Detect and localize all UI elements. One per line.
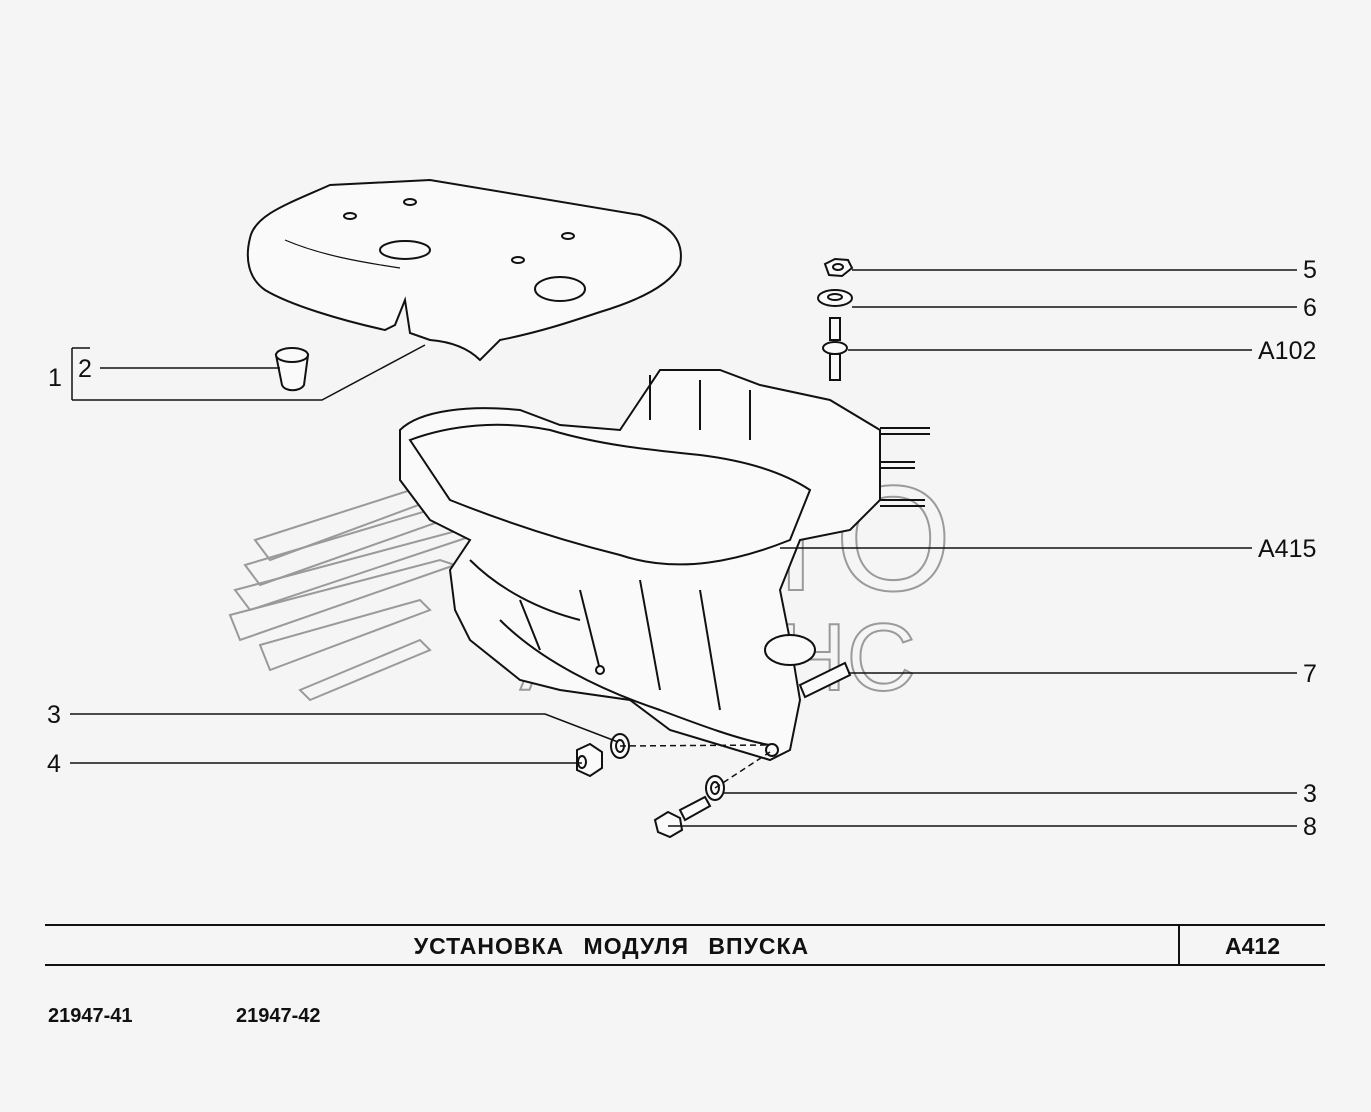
intake-manifold-part bbox=[399, 369, 881, 762]
callout-8: 8 bbox=[1303, 813, 1317, 841]
callout-3-right: 3 bbox=[1303, 780, 1317, 808]
callout-5: 5 bbox=[1303, 256, 1317, 284]
callout-2: 2 bbox=[78, 355, 92, 383]
model-number-2: 21947-42 bbox=[236, 1005, 321, 1027]
engine-cover-part bbox=[246, 178, 682, 362]
model-number-1: 21947-41 bbox=[48, 1005, 133, 1027]
title-divider bbox=[1178, 926, 1180, 964]
callout-6: 6 bbox=[1303, 294, 1317, 322]
axis-right bbox=[714, 751, 771, 789]
stud-part-7 bbox=[798, 661, 852, 699]
nut-part-4 bbox=[576, 742, 603, 778]
washer-part-6 bbox=[817, 289, 853, 307]
callout-7: 7 bbox=[1303, 660, 1317, 688]
callout-a415: A415 bbox=[1258, 535, 1317, 563]
rubber-plug-part bbox=[274, 347, 310, 392]
leader-lines bbox=[70, 269, 1297, 827]
bracket-group-1 bbox=[71, 344, 426, 401]
axis-left bbox=[619, 744, 771, 747]
diagram-code: A412 bbox=[1225, 933, 1280, 959]
callout-4: 4 bbox=[47, 750, 61, 778]
leader-3-left bbox=[70, 713, 619, 743]
bolt-part-8 bbox=[653, 795, 712, 839]
diagram-title: УСТАНОВКА МОДУЛЯ ВПУСКА bbox=[413, 933, 810, 959]
nut-part-5 bbox=[823, 257, 854, 278]
stud-part-a102 bbox=[822, 317, 848, 381]
manifold-studs bbox=[880, 427, 930, 507]
callout-3-left: 3 bbox=[47, 701, 61, 729]
callout-a102: A102 bbox=[1258, 337, 1317, 365]
title-block: УСТАНОВКА МОДУЛЯ ВПУСКА A412 bbox=[45, 924, 1325, 966]
callout-1: 1 bbox=[48, 364, 62, 392]
